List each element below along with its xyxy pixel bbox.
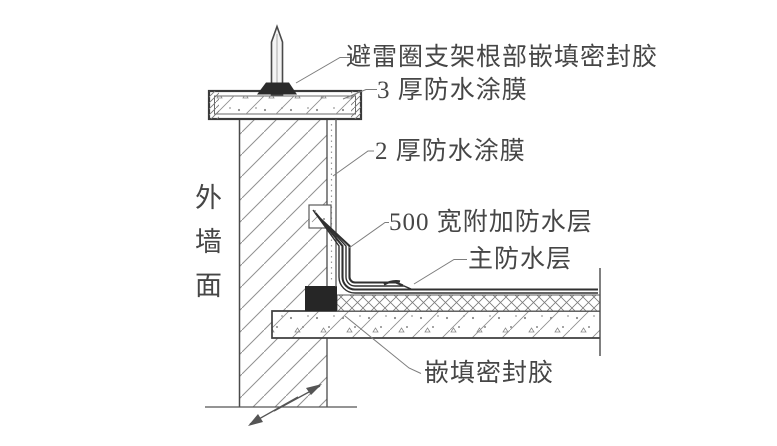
leader-main-layer	[413, 259, 467, 285]
corner-sealant	[305, 286, 337, 311]
screed-layer	[336, 294, 601, 312]
rod-base-sealant	[257, 82, 297, 95]
leader-caulked-sealant	[344, 315, 422, 374]
coping-cap	[207, 89, 363, 121]
label-coating-2mm: 2 厚防水涂膜	[375, 138, 526, 165]
membrane-corner-layers	[312, 209, 598, 294]
leader-coating-3mm	[342, 89, 377, 100]
lightning-rod	[270, 24, 284, 96]
label-exterior-wall-face: 外墙面	[191, 183, 221, 315]
leader-additional-layer	[348, 222, 389, 249]
label-additional-layer-500: 500 宽附加防水层	[389, 209, 593, 236]
label-caulked-sealant: 嵌填密封胶	[424, 360, 555, 387]
label-coating-3mm: 3 厚防水涂膜	[377, 77, 528, 104]
leader-coating-2mm	[332, 150, 374, 177]
parapet-wall	[238, 119, 328, 407]
roof-slab	[271, 310, 600, 339]
label-lightning-support-sealant: 避雷圈支架根部嵌填密封胶	[346, 44, 659, 71]
bottom-break	[205, 384, 357, 426]
leader-lightning-sealant	[295, 57, 352, 84]
leader-lines	[295, 57, 467, 374]
wall-coating-membrane	[330, 119, 337, 287]
label-main-waterproof-layer: 主防水层	[468, 246, 573, 273]
